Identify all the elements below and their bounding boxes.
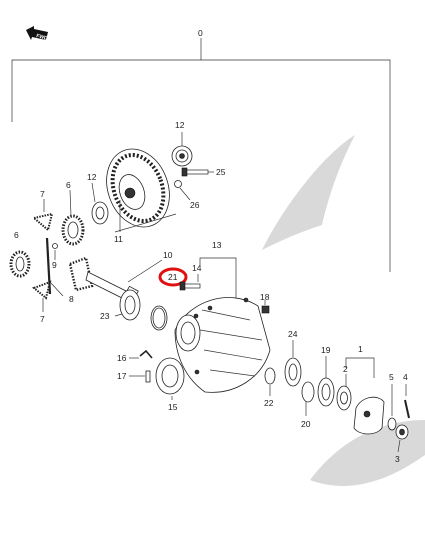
label-part-12-lower: 12 [87,172,97,182]
label-part-6-lower: 6 [14,230,19,240]
label-part-23: 23 [100,311,110,321]
label-part-7-lower: 7 [40,314,45,324]
drive-pinion-part-10 [68,213,177,303]
pin-part-9 [52,243,58,260]
label-part-5: 5 [389,372,394,382]
seal-ring-part-21 [150,305,168,331]
label-part-9: 9 [52,260,57,270]
label-part-12-upper: 12 [175,120,185,130]
assembly-bracket-0 [11,38,391,272]
pinion-gear-part-7-upper [31,199,54,232]
label-part-6-upper: 6 [66,180,71,190]
label-part-11: 11 [114,234,123,244]
label-part-8: 8 [69,294,74,304]
nut-part-3 [395,424,409,453]
part-labels: 0 1 2 3 4 5 6 6 7 7 8 9 10 11 12 12 13 1… [14,28,408,464]
pin-part-4 [404,384,410,419]
label-part-26: 26 [190,200,200,210]
flange-part-1 [345,357,385,435]
washer-part-26 [174,180,191,201]
oil-seal-part-22 [264,367,276,396]
pin-part-17 [129,370,151,383]
label-part-21: 21 [168,272,178,282]
ring-gear-part-11 [106,148,170,232]
washer-part-2 [336,374,352,411]
label-part-19: 19 [321,345,331,355]
shim-part-20 [301,381,315,416]
front-arrow-icon: FWD [26,26,48,42]
side-gear-part-6-upper [61,189,85,246]
label-part-2: 2 [343,364,348,374]
label-part-14: 14 [192,263,202,273]
washer-part-5 [387,384,397,431]
bearing-part-12-upper [171,132,193,167]
bolt-part-18 [261,300,270,314]
label-part-10: 10 [163,250,173,260]
label-part-16: 16 [117,353,127,363]
watermark-swoosh [262,135,425,486]
label-part-3: 3 [395,454,400,464]
label-part-4: 4 [403,372,408,382]
bearing-part-23 [114,289,141,321]
pinion-gear-part-7-lower [32,280,52,312]
bearing-part-12-lower [91,182,109,225]
side-gear-part-6-lower [9,250,31,278]
spacer-part-19 [317,356,335,407]
label-part-15: 15 [168,402,178,412]
bearing-part-24 [284,340,302,387]
label-part-13: 13 [212,240,222,250]
bolt-part-25 [181,167,214,177]
label-part-7-upper: 7 [40,189,45,199]
label-part-22: 22 [264,398,274,408]
bolt-part-16 [129,349,153,359]
bushing-part-15 [155,357,185,400]
shaft-part-8 [45,237,64,297]
front-marker-text: FWD [35,33,48,42]
label-part-18: 18 [260,292,270,302]
label-part-24: 24 [288,329,298,339]
bolt-part-14 [179,274,201,291]
label-part-25: 25 [216,167,226,177]
highlight-ring-part-21 [158,267,188,287]
label-part-0: 0 [198,28,203,38]
differential-case-part-13 [174,257,271,393]
label-part-20: 20 [301,419,311,429]
label-part-17: 17 [117,371,127,381]
label-part-1: 1 [358,344,363,354]
